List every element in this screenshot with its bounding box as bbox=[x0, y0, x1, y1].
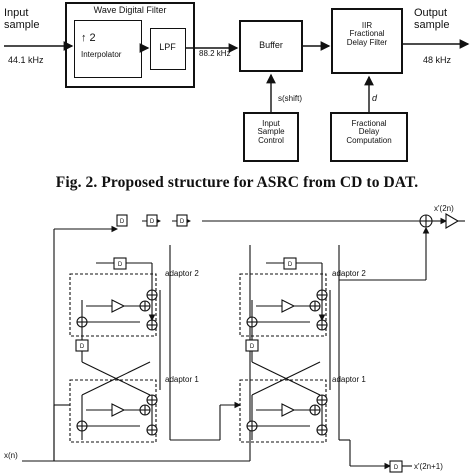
adder-a2-mid bbox=[139, 300, 151, 312]
multiplier-a1 bbox=[111, 403, 126, 417]
adder-b1-mid bbox=[309, 404, 321, 416]
delay-label-3: D bbox=[180, 219, 185, 225]
adder-a1-left bbox=[76, 420, 88, 432]
multiplier-b2 bbox=[281, 299, 296, 313]
adder-a2-bot bbox=[146, 319, 158, 331]
adder-a1-bot bbox=[146, 424, 158, 436]
adder-a1-mid bbox=[139, 404, 151, 416]
delay-box-top-3 bbox=[176, 214, 188, 227]
fdc-label: Fractional Delay Computation bbox=[346, 119, 392, 145]
y-odd-label: x'(2n+1) bbox=[414, 462, 443, 471]
x-input-label: x(n) bbox=[4, 451, 18, 460]
delay-label-8: D bbox=[394, 465, 399, 471]
delay-box-b2 bbox=[283, 257, 297, 270]
delay-label-5: D bbox=[80, 344, 85, 350]
iir-fractional-delay-filter-block: IIR Fractional Delay Filter bbox=[331, 8, 403, 74]
adder-b1-bot bbox=[316, 424, 328, 436]
mid-rate-label: 88.2 kHz bbox=[199, 49, 231, 58]
delay-label-2: D bbox=[150, 219, 155, 225]
input-sample-label: Input sample bbox=[4, 7, 40, 31]
delay-box-a2 bbox=[113, 257, 127, 270]
multiplier-b1 bbox=[281, 403, 296, 417]
delay-box-b-mid bbox=[245, 339, 259, 352]
y-even-label: x'(2n) bbox=[434, 204, 454, 213]
adaptor-2-label-a: adaptor 2 bbox=[165, 269, 199, 278]
adaptor-1-label-a: adaptor 1 bbox=[165, 375, 199, 384]
adder-b2-mid bbox=[309, 300, 321, 312]
delay-box-output-odd bbox=[389, 460, 403, 473]
output-sample-label: Output sample bbox=[414, 7, 450, 31]
interpolator-block: ↑ 2 Interpolator bbox=[74, 20, 142, 78]
adder-a2-top bbox=[146, 289, 158, 301]
isc-label: Input Sample Control bbox=[257, 119, 285, 145]
adder-b2-top bbox=[316, 289, 328, 301]
interpolator-label: Interpolator bbox=[81, 50, 122, 59]
adder-a1-top bbox=[146, 394, 158, 406]
adder-b2-bot bbox=[316, 319, 328, 331]
output-even-adder bbox=[419, 214, 433, 228]
adder-b1-top bbox=[316, 394, 328, 406]
output-amplifier bbox=[445, 213, 460, 229]
input-rate-label: 44.1 kHz bbox=[8, 55, 44, 65]
delay-box-top-1 bbox=[116, 214, 128, 227]
shift-signal-label: s(shift) bbox=[278, 94, 302, 103]
delay-label-1: D bbox=[120, 219, 125, 225]
adder-b2-left bbox=[246, 316, 258, 328]
figure-caption: Fig. 2. Proposed structure for ASRC from… bbox=[55, 174, 419, 191]
input-sample-control-block: Input Sample Control bbox=[243, 112, 299, 162]
lpf-label: LPF bbox=[159, 42, 176, 52]
delay-box-top-2 bbox=[146, 214, 158, 227]
adder-b1-left bbox=[246, 420, 258, 432]
interpolator-up-label: ↑ 2 bbox=[81, 32, 96, 44]
iir-label: IIR Fractional Delay Filter bbox=[346, 21, 388, 47]
output-rate-label: 48 kHz bbox=[423, 55, 452, 65]
delay-label-4: D bbox=[118, 262, 123, 268]
delay-label-7: D bbox=[250, 344, 255, 350]
adaptor-1-label-b: adaptor 1 bbox=[332, 375, 366, 384]
multiplier-a2 bbox=[111, 299, 126, 313]
adder-a2-left bbox=[76, 316, 88, 328]
delay-label-6: D bbox=[288, 262, 293, 268]
delay-signal-label: d bbox=[372, 93, 378, 103]
delay-box-a-mid bbox=[75, 339, 89, 352]
wdf-title: Wave Digital Filter bbox=[93, 5, 167, 15]
fractional-delay-computation-block: Fractional Delay Computation bbox=[330, 112, 408, 162]
buffer-label: Buffer bbox=[259, 40, 283, 50]
buffer-block: Buffer bbox=[239, 20, 303, 72]
top-connection-arrows bbox=[4, 39, 470, 112]
adaptor-2-label-b: adaptor 2 bbox=[332, 269, 366, 278]
lpf-block: LPF bbox=[150, 28, 186, 70]
